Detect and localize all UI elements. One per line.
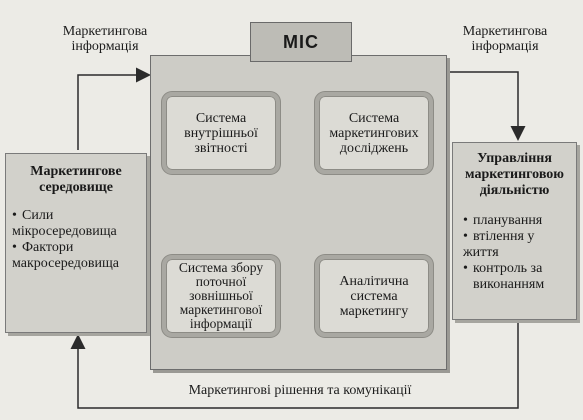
environment-item: • Сили [12,208,140,224]
management-title: Управління маркетинговою діяльністю [457,151,572,199]
subsystem-external-line5: інформації [189,316,253,331]
environment-item-text: макросередовища [12,256,119,271]
environment-item-text: Фактори [22,240,74,255]
subsystem-external-line1: Система збору [178,260,264,275]
management-box: Управління маркетинговою діяльністю • пла… [452,142,577,320]
management-item-text: контроль за [473,261,543,276]
subsystem-research-line2: маркетингових [329,125,419,141]
subsystem-research-line3: досліджень [339,140,409,156]
flow-arrow-mis-to-mgmt [447,71,526,141]
subsystem-internal-line3: звітності [194,140,248,156]
management-items: • планування •втілення у життя • контроль … [457,213,572,293]
bullet-icon: • [12,208,17,223]
subsystem-internal-line1: Система [195,110,247,126]
bullet-icon: • [12,240,17,255]
subsystem-external-line4: маркетингової [179,302,263,317]
info-label-right-line1: Маркетингова [462,24,548,39]
environment-title-line1: Маркетингове [30,164,122,179]
bullet-icon: • [463,229,468,244]
environment-item-text: мікросередовища [12,224,117,239]
management-title-line3: діяльністю [479,183,550,198]
management-item: • контроль за [463,261,572,277]
subsystem-marketing-research: Система маркетингових досліджень [315,92,433,174]
flow-arrow-mgmt-to-env [70,322,519,409]
subsystem-analytical: Аналітична система маркетингу [315,255,433,337]
subsystem-internal-reporting: Система внутрішньої звітності [162,92,280,174]
info-label-right: Маркетингова інформація [440,24,570,54]
subsystem-research-line1: Система [348,110,400,126]
environment-title-line2: середовище [39,180,113,195]
environment-item: • Фактори [12,240,140,256]
info-label-left-line2: інформація [71,39,139,54]
flow-arrow-env-to-mis [77,67,151,150]
management-item-text: планування [473,213,543,228]
bullet-icon: • [463,213,468,228]
management-title-line2: маркетинговою [465,167,564,182]
subsystem-analytical-line1: Аналітична [339,273,409,289]
management-item: •втілення у життя [463,229,572,261]
subsystem-internal-line2: внутрішньої [184,125,258,141]
mis-title: МІС [250,22,352,62]
subsystem-external-info: Система збору поточної зовнішньої маркет… [162,255,280,337]
bullet-icon: • [463,261,468,276]
info-label-right-line2: інформація [471,39,539,54]
environment-items: • Сили мікросередовища • Фактори макросере… [12,208,140,272]
info-label-left-line1: Маркетингова [62,24,148,39]
environment-item-text: Сили [22,208,54,223]
subsystem-analytical-line2: система [350,288,398,304]
management-item: • планування [463,213,572,229]
management-item-text: виконанням [473,277,545,292]
bottom-label: Маркетингові рішення та комунікації [188,383,412,398]
management-item-text: втілення у життя [463,229,535,260]
subsystem-external-line2: поточної [195,274,247,289]
environment-box: Маркетингове середовище • Сили мікросеред… [5,153,147,333]
subsystem-analytical-line3: маркетингу [339,303,409,319]
environment-title: Маркетингове середовище [12,164,140,196]
management-title-line1: Управління [477,151,552,166]
subsystem-external-line3: зовнішньої [189,288,253,303]
info-label-left: Маркетингова інформація [40,24,170,54]
